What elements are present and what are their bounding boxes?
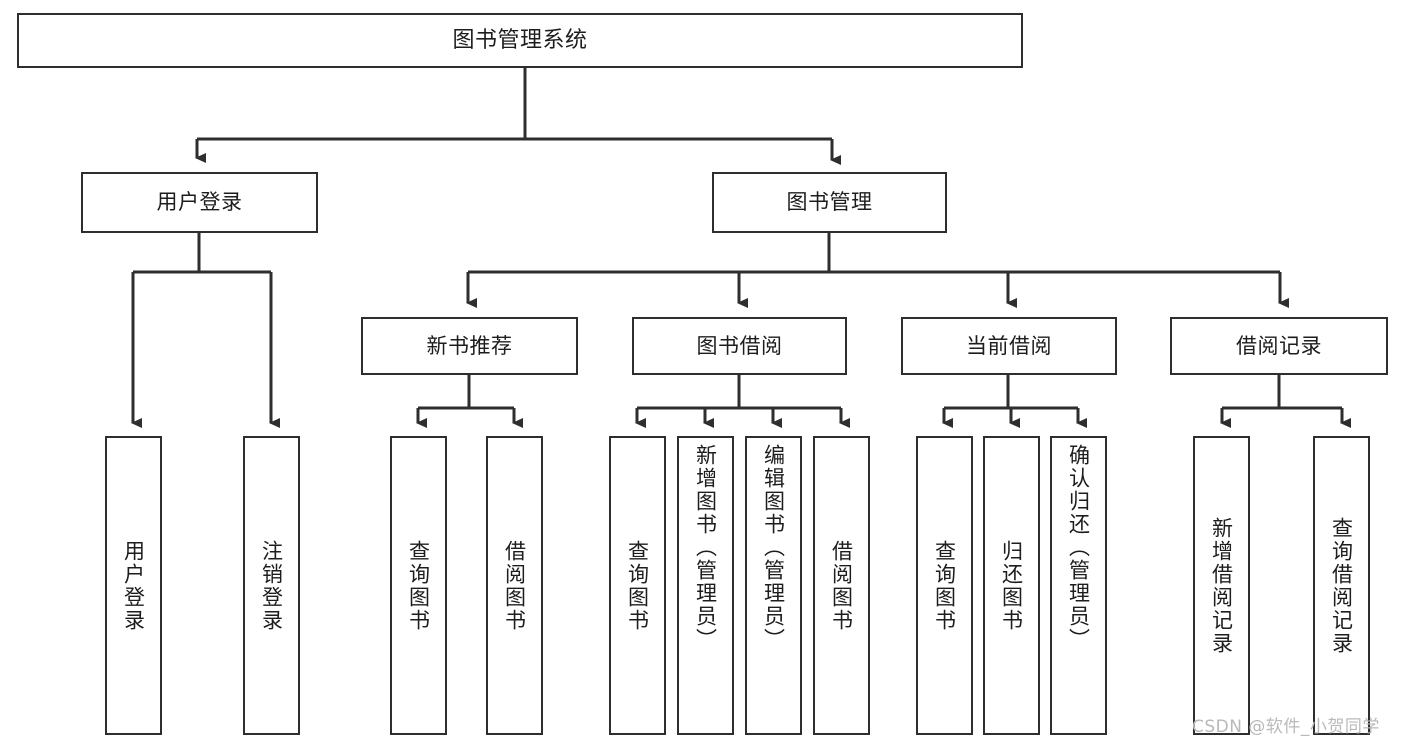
node-leaf-query-book-3[interactable]: 查询图书: [916, 436, 973, 735]
node-label: 查询借阅记录: [1329, 516, 1354, 655]
node-label: 注销登录: [259, 539, 284, 632]
node-label: 新增图书（管理员）: [693, 444, 718, 651]
node-label: 编辑图书（管理员）: [761, 444, 786, 651]
node-label: 查询图书: [932, 539, 957, 632]
node-leaf-user-login[interactable]: 用户登录: [105, 436, 162, 735]
node-label: 用户登录: [156, 190, 243, 215]
node-leaf-return-book[interactable]: 归还图书: [983, 436, 1040, 735]
node-label: 图书管理系统: [452, 27, 588, 53]
node-label: 查询图书: [625, 539, 650, 632]
node-label: 新增借阅记录: [1209, 516, 1234, 655]
node-label: 图书借阅: [696, 333, 783, 358]
node-label: 查询图书: [406, 539, 431, 632]
node-book-management[interactable]: 图书管理: [712, 172, 947, 233]
node-label: 当前借阅: [966, 333, 1052, 358]
node-label: 归还图书: [999, 539, 1024, 632]
node-leaf-borrow-book-2[interactable]: 借阅图书: [813, 436, 870, 735]
node-label: 借阅记录: [1236, 333, 1322, 358]
node-label: 新书推荐: [426, 333, 513, 358]
csdn-watermark: CSDN @软件_小贺同学: [1192, 717, 1380, 737]
node-leaf-add-record[interactable]: 新增借阅记录: [1193, 436, 1250, 735]
node-current-borrow[interactable]: 当前借阅: [901, 317, 1117, 375]
node-leaf-edit-book[interactable]: 编辑图书（管理员）: [745, 436, 802, 735]
node-label: 借阅图书: [502, 539, 527, 632]
node-label: 借阅图书: [829, 539, 854, 632]
node-book-borrow[interactable]: 图书借阅: [632, 317, 847, 375]
node-leaf-add-book[interactable]: 新增图书（管理员）: [677, 436, 734, 735]
node-label: 图书管理: [786, 190, 873, 215]
node-leaf-user-logout[interactable]: 注销登录: [243, 436, 300, 735]
node-root-library-system[interactable]: 图书管理系统: [17, 13, 1023, 68]
node-new-book-recommend[interactable]: 新书推荐: [361, 317, 578, 375]
node-user-login[interactable]: 用户登录: [81, 172, 318, 233]
node-leaf-confirm-return[interactable]: 确认归还（管理员）: [1050, 436, 1107, 735]
node-label: 确认归还（管理员）: [1066, 444, 1091, 651]
node-leaf-query-book-2[interactable]: 查询图书: [609, 436, 666, 735]
node-leaf-query-book-1[interactable]: 查询图书: [390, 436, 447, 735]
node-label: 用户登录: [121, 539, 146, 632]
node-leaf-query-record[interactable]: 查询借阅记录: [1313, 436, 1370, 735]
node-leaf-borrow-book-1[interactable]: 借阅图书: [486, 436, 543, 735]
node-borrow-record[interactable]: 借阅记录: [1170, 317, 1388, 375]
